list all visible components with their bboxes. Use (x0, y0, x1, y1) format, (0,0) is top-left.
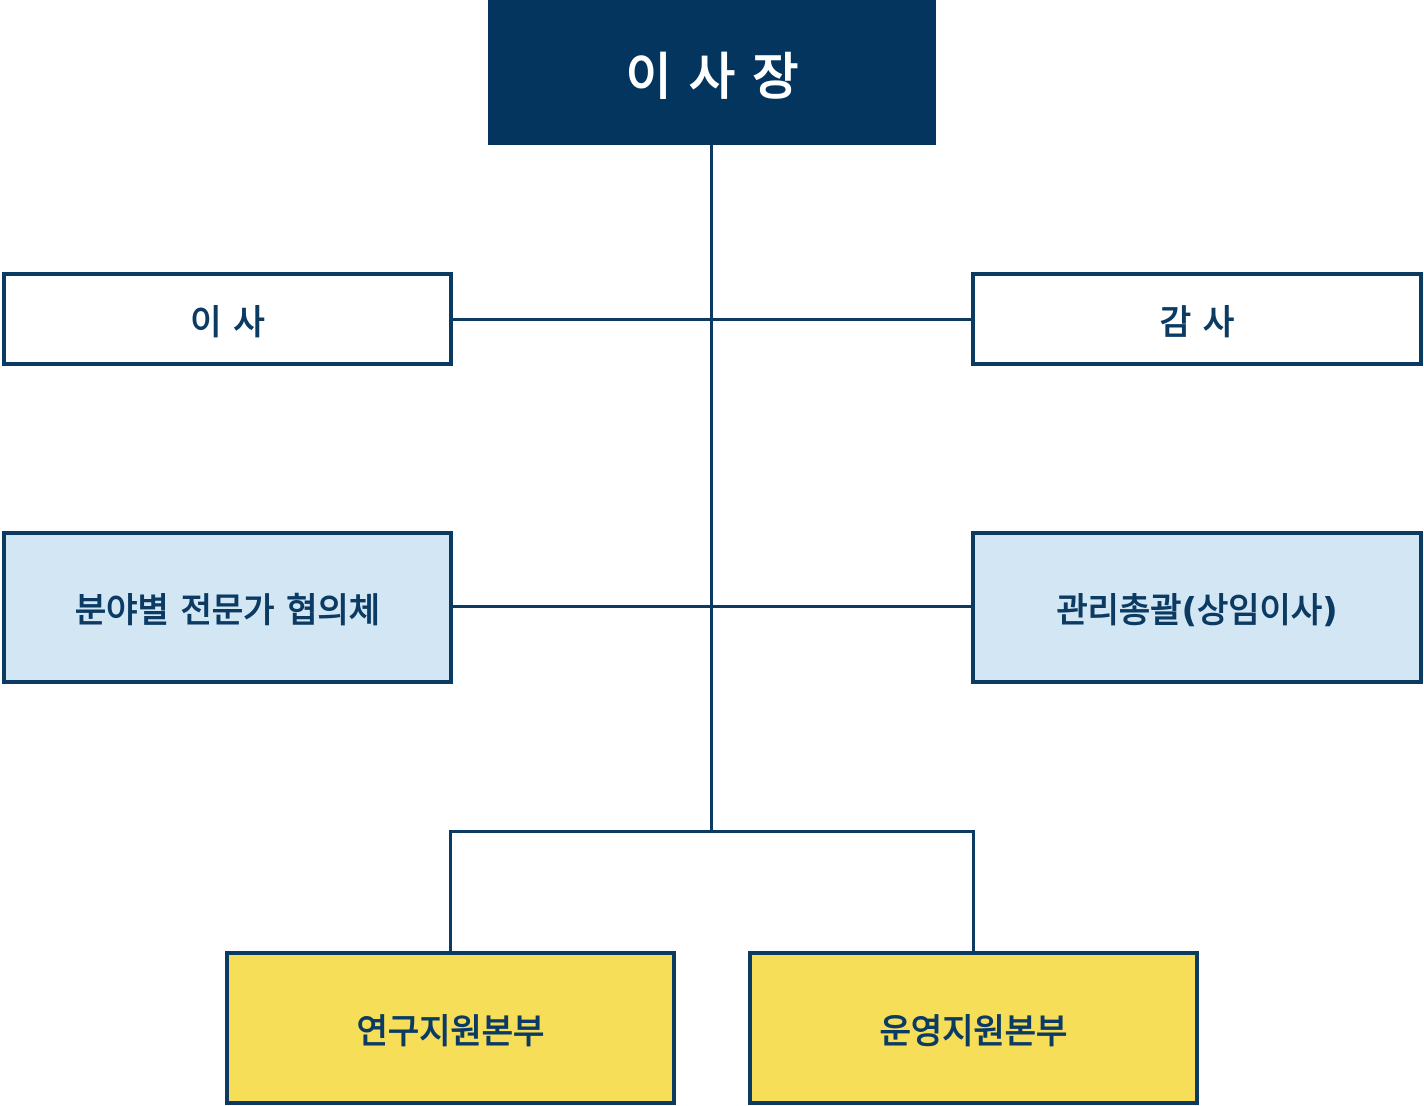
research-branch-connector (449, 830, 452, 951)
chairman-label: 이 사 장 (625, 47, 799, 106)
auditor-box: 감 사 (971, 272, 1423, 366)
branch-horizontal-connector (449, 830, 975, 833)
operations-support-box: 운영지원본부 (748, 951, 1199, 1105)
research-support-box: 연구지원본부 (225, 951, 676, 1105)
operations-branch-connector (972, 830, 975, 951)
director-label: 이 사 (190, 302, 265, 343)
director-auditor-connector (453, 318, 971, 321)
director-box: 이 사 (2, 272, 453, 366)
auditor-label: 감 사 (1159, 302, 1235, 343)
trunk-connector (710, 145, 713, 833)
chairman-box: 이 사 장 (488, 0, 936, 145)
expert-council-label: 분야별 전문가 협의체 (74, 591, 381, 631)
research-support-label: 연구지원본부 (356, 1011, 545, 1052)
general-management-label: 관리총괄(상임이사) (1056, 591, 1338, 631)
council-management-connector (453, 605, 971, 608)
operations-support-label: 운영지원본부 (879, 1011, 1068, 1052)
general-management-box: 관리총괄(상임이사) (971, 531, 1423, 684)
expert-council-box: 분야별 전문가 협의체 (2, 531, 453, 684)
